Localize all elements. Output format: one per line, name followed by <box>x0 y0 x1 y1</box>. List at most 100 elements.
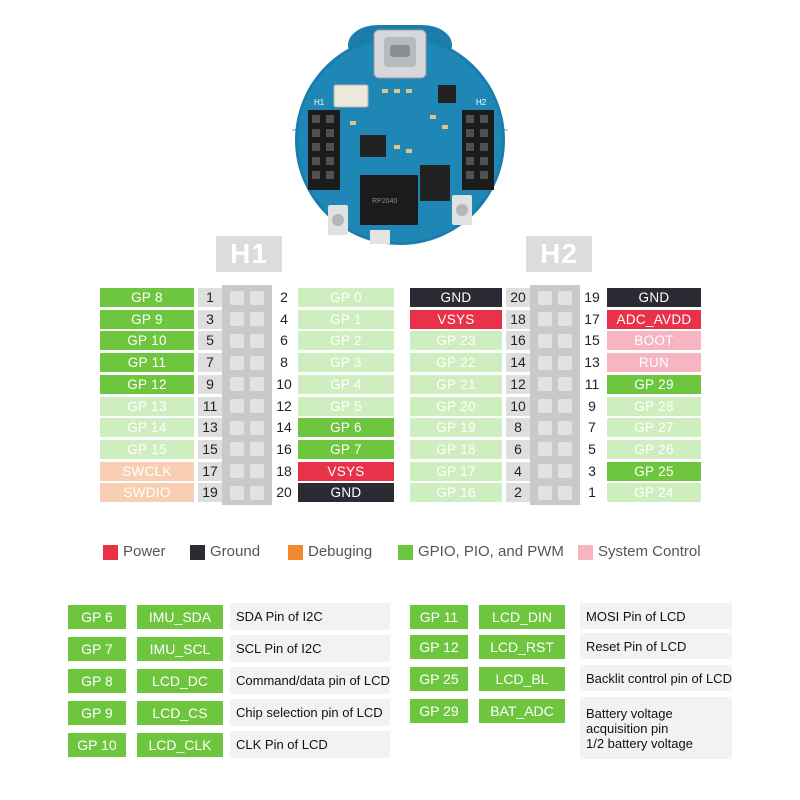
function-name: LCD_BL <box>479 667 565 691</box>
function-description-line: SCL Pin of I2C <box>236 641 322 656</box>
function-description: Reset Pin of LCD <box>580 633 732 659</box>
h1-pin-label-right: GP 6 <box>298 418 394 438</box>
legend-swatch <box>578 545 593 560</box>
h2-pin-dot <box>558 355 572 370</box>
h1-pin-number-right: 18 <box>276 462 292 479</box>
h1-pin-label-right: GP 2 <box>298 331 394 351</box>
h2-pin-label-left: GND <box>410 288 502 307</box>
h2-pin-label-left: GP 18 <box>410 439 502 459</box>
legend-label: Ground <box>210 543 261 560</box>
h2-pin-dot <box>558 485 572 500</box>
h2-pin-number-left: 16 <box>506 331 530 351</box>
h1-pin-dot <box>250 355 264 370</box>
h2-pin-number-right: 7 <box>588 419 596 436</box>
regulator-chip <box>438 85 456 103</box>
function-gp: GP 7 <box>68 637 126 661</box>
legend-swatch <box>103 545 118 560</box>
imu-chip <box>360 135 386 157</box>
h1-pin-number-left: 11 <box>198 396 222 416</box>
h2-pin-number-right: 19 <box>584 289 600 305</box>
function-gp: GP 10 <box>68 733 126 757</box>
h2-pin-label-right: ADC_AVDD <box>607 309 701 329</box>
h1-header-tag: H1 <box>216 236 282 272</box>
board-illustration: H1 H2 RP2040 <box>290 25 510 245</box>
legend-label: System Control <box>598 543 701 560</box>
crystal <box>370 230 390 244</box>
legend-label: GPIO, PIO, and PWM <box>418 543 564 560</box>
h2-pin-label-right: GP 29 <box>607 374 701 394</box>
h1-pin-label-left: GP 13 <box>100 396 194 416</box>
function-description: CLK Pin of LCD <box>230 731 390 758</box>
silk-h1: H1 <box>314 98 325 107</box>
function-description-line: Reset Pin of LCD <box>586 638 687 654</box>
svg-text:RP2040: RP2040 <box>372 198 397 205</box>
h2-pin-dot <box>538 312 552 327</box>
function-name: LCD_DC <box>137 669 223 693</box>
h2-pin-number-right: 17 <box>584 310 600 327</box>
h1-pin-label-left: GP 8 <box>100 288 194 307</box>
h1-pin-label-left: GP 12 <box>100 374 194 394</box>
function-description: SDA Pin of I2C <box>230 603 390 630</box>
function-description-line: Backlit control pin of LCD <box>586 670 732 686</box>
h1-pin-number-left: 3 <box>198 309 222 329</box>
h2-pin-label-left: GP 20 <box>410 396 502 416</box>
function-description-line: MOSI Pin of LCD <box>586 608 686 624</box>
function-gp: GP 9 <box>68 701 126 725</box>
h1-pin-dot <box>250 420 264 435</box>
legend-swatch <box>288 545 303 560</box>
h1-pin-dot <box>230 485 244 500</box>
header-h2-pins <box>462 110 494 190</box>
h1-pin-dot <box>230 420 244 435</box>
h2-pin-dot <box>538 420 552 435</box>
h2-pin-dot <box>558 464 572 479</box>
h2-pin-number-right: 3 <box>588 462 596 479</box>
h2-pin-label-right: GP 28 <box>607 396 701 416</box>
h1-pin-dot <box>230 290 244 305</box>
function-gp: GP 6 <box>68 605 126 629</box>
h1-pin-dot <box>250 399 264 413</box>
h2-pin-number-left: 10 <box>506 396 530 416</box>
h1-pin-dot <box>230 464 244 479</box>
h2-pin-label-right: RUN <box>607 353 701 373</box>
h2-pin-dot <box>558 442 572 457</box>
h1-pin-label-right: GP 5 <box>298 396 394 416</box>
h1-pin-dot <box>230 442 244 457</box>
h1-pin-number-right: 2 <box>280 289 288 305</box>
h2-pin-dot <box>538 355 552 370</box>
h1-pin-number-left: 13 <box>198 418 222 438</box>
h1-pin-dot <box>230 377 244 392</box>
h2-pin-dot <box>558 420 572 435</box>
h2-pin-number-right: 13 <box>584 354 600 371</box>
function-description: SCL Pin of I2C <box>230 635 390 662</box>
function-gp: GP 11 <box>410 605 468 629</box>
h2-pin-dot <box>538 377 552 392</box>
h1-pin-number-right: 6 <box>280 332 288 349</box>
h1-pin-label-right: GND <box>298 483 394 503</box>
h1-pin-number-left: 7 <box>198 353 222 373</box>
h1-pin-dot <box>230 333 244 348</box>
h2-pin-dot <box>538 464 552 479</box>
h1-pin-dot <box>230 355 244 370</box>
h1-pin-dot <box>250 290 264 305</box>
function-description-line: 1/2 battery voltage <box>586 735 693 751</box>
function-description: Chip selection pin of LCD <box>230 699 390 726</box>
flash-chip <box>420 165 450 201</box>
function-description-line: Battery voltage <box>586 705 673 721</box>
smd-components <box>350 89 448 153</box>
h1-pin-label-right: GP 1 <box>298 309 394 329</box>
function-description-line: Command/data pin of LCD <box>236 673 390 688</box>
function-description-line: SDA Pin of I2C <box>236 609 323 624</box>
h2-pin-label-right: GP 25 <box>607 461 701 481</box>
h1-pin-dot <box>250 485 264 500</box>
mcu-chip: RP2040 <box>360 175 418 225</box>
function-description-line: CLK Pin of LCD <box>236 737 328 752</box>
h1-pin-number-right: 20 <box>276 484 292 501</box>
function-gp: GP 8 <box>68 669 126 693</box>
h1-pin-label-left: SWDIO <box>100 483 194 503</box>
h1-pin-label-left: GP 14 <box>100 418 194 438</box>
h1-pin-label-right: GP 4 <box>298 374 394 394</box>
h2-pin-dot <box>538 485 552 500</box>
h1-pin-number-left: 15 <box>198 439 222 459</box>
legend-swatch <box>398 545 413 560</box>
